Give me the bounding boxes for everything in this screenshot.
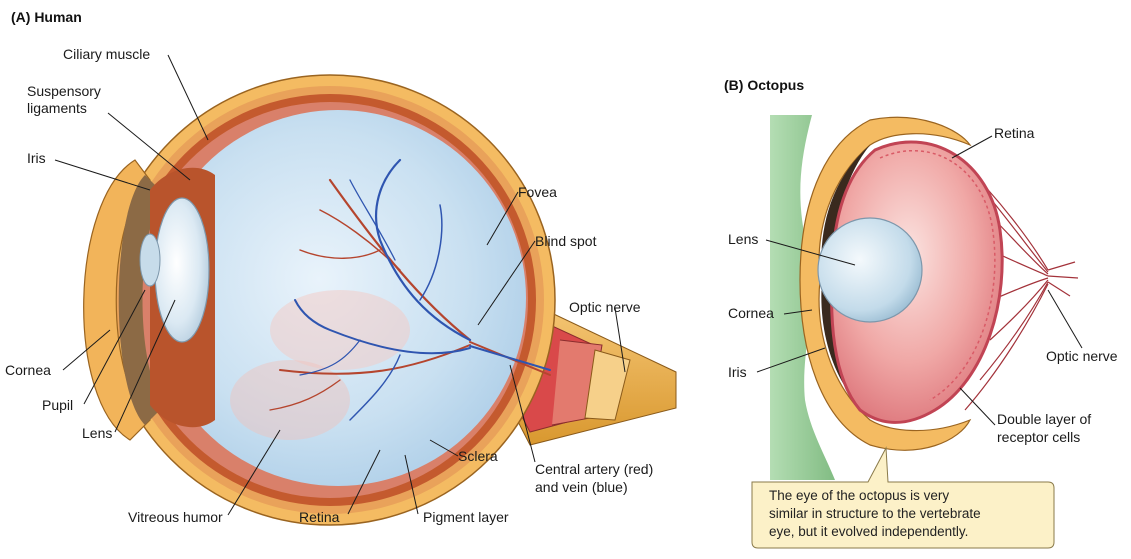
label-central-artery-2: and vein (blue) [535,479,628,495]
label-b-double-layer-1: Double layer of [997,411,1091,427]
label-iris: Iris [27,150,46,166]
label-cornea: Cornea [5,362,51,378]
label-b-lens: Lens [728,231,758,247]
label-b-cornea: Cornea [728,305,774,321]
label-lens: Lens [82,425,112,441]
label-central-artery-1: Central artery (red) [535,461,653,477]
label-retina: Retina [299,509,340,525]
label-b-double-layer-2: receptor cells [997,429,1080,445]
octopus-eye-panel: (B) Octopus [724,77,1118,548]
label-suspensory-2: ligaments [27,100,87,116]
label-b-optic-nerve: Optic nerve [1046,348,1118,364]
panel-b-title: (B) Octopus [724,77,804,93]
label-blind-spot: Blind spot [535,233,597,249]
label-pupil: Pupil [42,397,73,413]
label-optic-nerve: Optic nerve [569,299,641,315]
human-eye-panel: (A) Human [5,9,676,525]
label-ciliary-muscle: Ciliary muscle [63,46,150,62]
callout-line-3: eye, but it evolved independently. [769,524,968,539]
label-vitreous-humor: Vitreous humor [128,509,223,525]
callout-line-1: The eye of the octopus is very [769,488,949,503]
callout-line-2: similar in structure to the vertebrate [769,506,981,521]
label-b-retina: Retina [994,125,1035,141]
label-b-iris: Iris [728,364,747,380]
label-suspensory-1: Suspensory [27,83,101,99]
panel-a-title: (A) Human [11,9,82,25]
label-pigment-layer: Pigment layer [423,509,509,525]
label-fovea: Fovea [518,184,557,200]
label-sclera: Sclera [458,448,498,464]
